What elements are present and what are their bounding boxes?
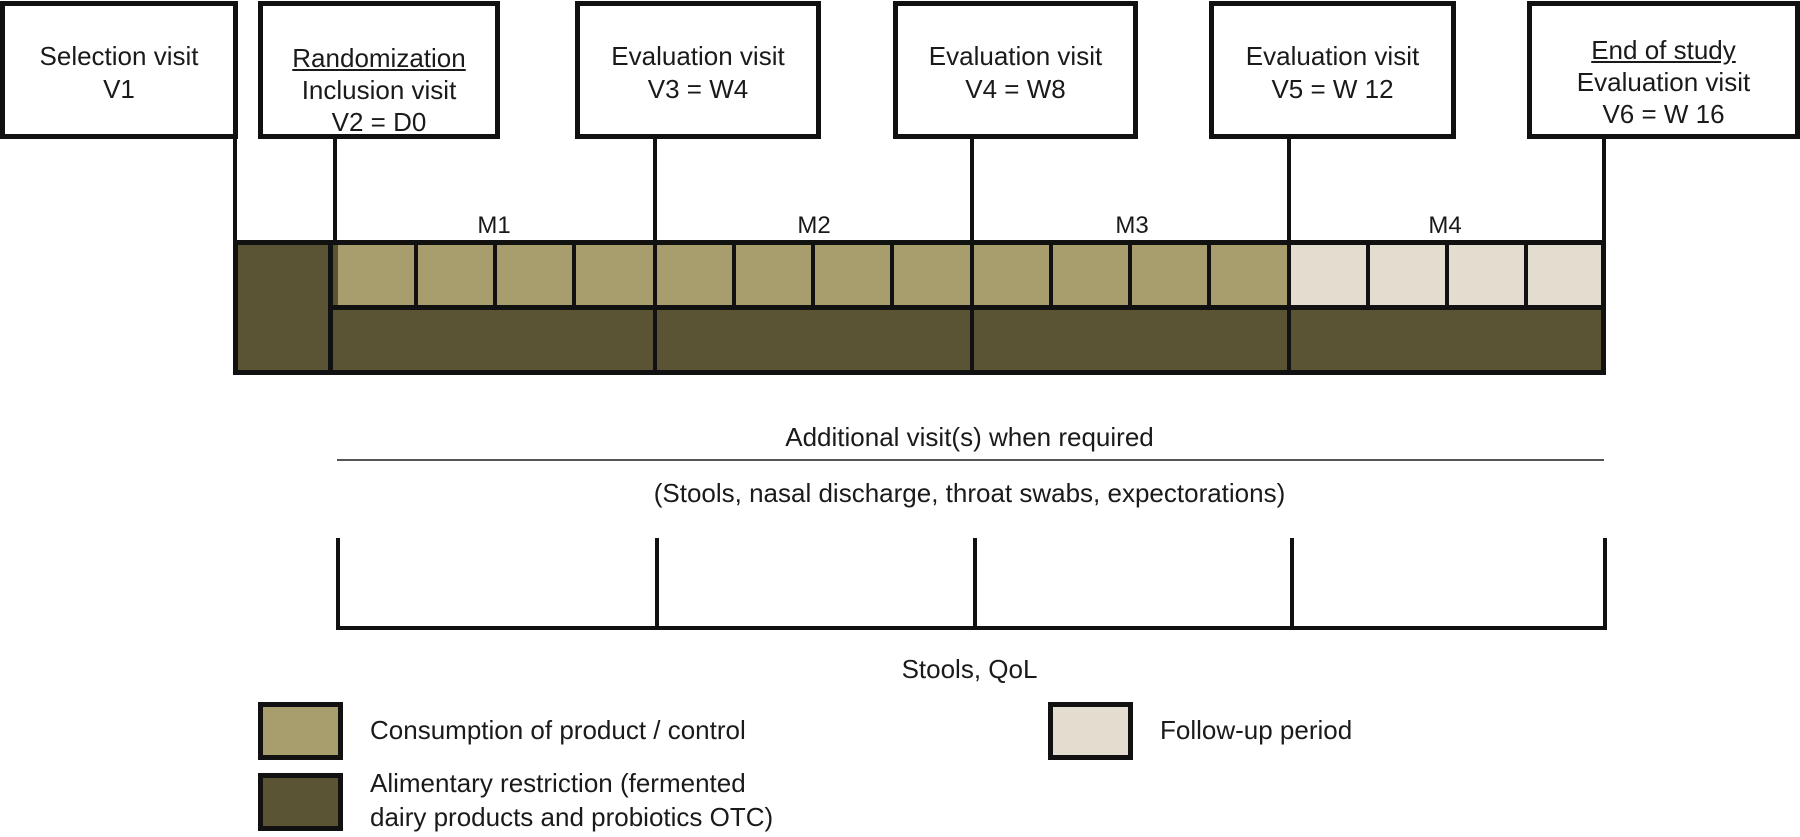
week-cell-consumption <box>418 245 497 307</box>
week-cell-follow-up <box>1449 245 1528 307</box>
timeline-row-separator <box>333 305 1601 310</box>
week-cell-consumption <box>338 245 418 307</box>
legend-label-follow-up: Follow-up period <box>1160 715 1353 745</box>
restriction-prerandomization-block <box>238 245 333 370</box>
visit-box-v4: Evaluation visit V4 = W8 <box>893 1 1138 139</box>
visit-box-v6: End of study Evaluation visit V6 = W 16 <box>1527 1 1800 139</box>
month-label-m2: M2 <box>797 212 831 239</box>
legend-swatch-restriction <box>258 773 343 831</box>
visit-box-v2: Randomization Inclusion visit V2 = D0 <box>258 1 500 139</box>
additional-visits-title: Additional visit(s) when required <box>785 422 1154 452</box>
restriction-cell-m2 <box>657 310 974 370</box>
visit-v6-line1: End of study <box>1591 35 1736 65</box>
additional-visits-detail: (Stools, nasal discharge, throat swabs, … <box>653 478 1286 508</box>
restriction-cell-m1 <box>338 310 657 370</box>
visit-box-v1: Selection visit V1 <box>0 1 238 139</box>
month-label-m1: M1 <box>477 212 511 239</box>
week-cell-consumption <box>894 245 974 307</box>
week-cell-consumption <box>974 245 1053 307</box>
week-cell-consumption <box>497 245 576 307</box>
week-cell-consumption <box>736 245 815 307</box>
visit-v5-line2: V5 = W 12 <box>1271 74 1394 104</box>
month-label-m3: M3 <box>1115 212 1149 239</box>
restriction-cell-m4 <box>1291 310 1601 370</box>
week-cell-consumption <box>1053 245 1132 307</box>
week-cell-consumption <box>1211 245 1291 307</box>
connector-v6 <box>1602 139 1606 242</box>
connector-v4 <box>970 139 974 242</box>
week-cell-follow-up <box>1291 245 1370 307</box>
connector-v1 <box>233 139 237 242</box>
additional-visits-rule <box>337 459 1604 461</box>
visit-v2-line2: Inclusion visit <box>301 75 457 105</box>
stools-tick-2 <box>655 538 659 630</box>
connector-v5 <box>1287 139 1291 242</box>
legend-label-restriction-1: Alimentary restriction (fermented <box>370 768 746 798</box>
stools-bracket-base <box>336 626 1607 630</box>
week-cell-follow-up <box>1528 245 1601 307</box>
stools-tick-3 <box>973 538 977 630</box>
stools-qol-label: Stools, QoL <box>901 654 1038 684</box>
visit-v3-line2: V3 = W4 <box>647 74 749 104</box>
month-label-m4: M4 <box>1428 212 1462 239</box>
visit-v1-line1: Selection visit <box>39 41 199 71</box>
visit-v4-line1: Evaluation visit <box>928 41 1103 71</box>
week-cell-consumption <box>657 245 736 307</box>
legend-swatch-follow-up <box>1048 702 1133 760</box>
visit-v4-line2: V4 = W8 <box>965 74 1066 104</box>
visit-v1-line2: V1 <box>103 74 135 104</box>
stools-tick-1 <box>336 538 340 630</box>
week-cell-follow-up <box>1370 245 1449 307</box>
visit-v5-line1: Evaluation visit <box>1245 41 1420 71</box>
week-cell-consumption <box>815 245 894 307</box>
stools-tick-5 <box>1603 538 1607 630</box>
restriction-cell-m3 <box>974 310 1291 370</box>
visit-v2-line1: Randomization <box>292 43 466 73</box>
visit-box-v3: Evaluation visit V3 = W4 <box>575 1 821 139</box>
connector-v3 <box>653 139 657 242</box>
connector-v2 <box>333 139 337 242</box>
legend-swatch-consumption <box>258 702 343 760</box>
legend-label-consumption: Consumption of product / control <box>370 715 746 745</box>
week-cell-consumption <box>1132 245 1211 307</box>
visit-v3-line1: Evaluation visit <box>611 41 785 71</box>
stools-tick-4 <box>1290 538 1294 630</box>
visit-v6-line3: V6 = W 16 <box>1602 99 1725 129</box>
visit-box-v5: Evaluation visit V5 = W 12 <box>1209 1 1456 139</box>
visit-v2-line3: V2 = D0 <box>331 107 427 137</box>
week-cell-consumption <box>576 245 657 307</box>
visit-v6-line2: Evaluation visit <box>1576 67 1751 97</box>
legend-label-restriction-2: dairy products and probiotics OTC) <box>370 802 774 832</box>
